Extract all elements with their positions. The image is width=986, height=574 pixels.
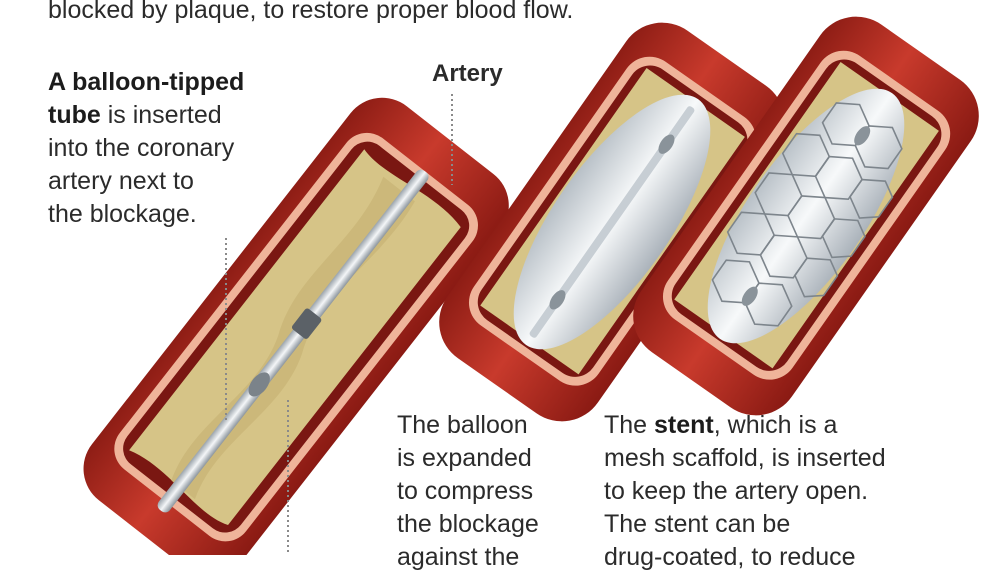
step2-line2: is expanded — [397, 444, 532, 472]
intro-text: blocked by plaque, to restore proper blo… — [48, 0, 574, 24]
step3-line5: drug-coated, to reduce — [604, 543, 856, 571]
step1-line3: into the coronary — [48, 134, 235, 162]
step1-bold: A balloon-tipped — [48, 68, 245, 96]
leader-lines — [225, 94, 453, 555]
artery-2 — [439, 22, 785, 422]
step3-stent-bold: stent — [654, 411, 714, 439]
step3-line2: mesh scaffold, is inserted — [604, 444, 886, 472]
artery-1 — [83, 97, 509, 555]
step1-bold-2: tube — [48, 101, 101, 129]
step2-line1: The balloon — [397, 411, 528, 439]
step3-line1-post: , which is a — [713, 411, 838, 439]
artery-label: Artery — [432, 60, 503, 87]
step3-caption: The stent, which is a mesh scaffold, is … — [604, 409, 886, 574]
step3-line1-pre: The — [604, 411, 655, 439]
step2-line5: against the — [397, 543, 520, 571]
step1-line4: artery next to — [48, 167, 194, 195]
step1-line2: is inserted — [100, 101, 222, 129]
step2-caption: The balloon is expanded to compress the … — [397, 409, 539, 574]
step1-caption: A balloon-tipped tube is inserted into t… — [48, 66, 244, 231]
artery-3 — [633, 16, 979, 416]
step2-line4: the blockage — [397, 510, 539, 538]
angioplasty-illustration — [83, 16, 979, 555]
step3-line3: to keep the artery open. — [604, 477, 869, 505]
step1-line5: the blockage. — [48, 200, 197, 228]
step3-line4: The stent can be — [604, 510, 791, 538]
step2-line3: to compress — [397, 477, 534, 505]
